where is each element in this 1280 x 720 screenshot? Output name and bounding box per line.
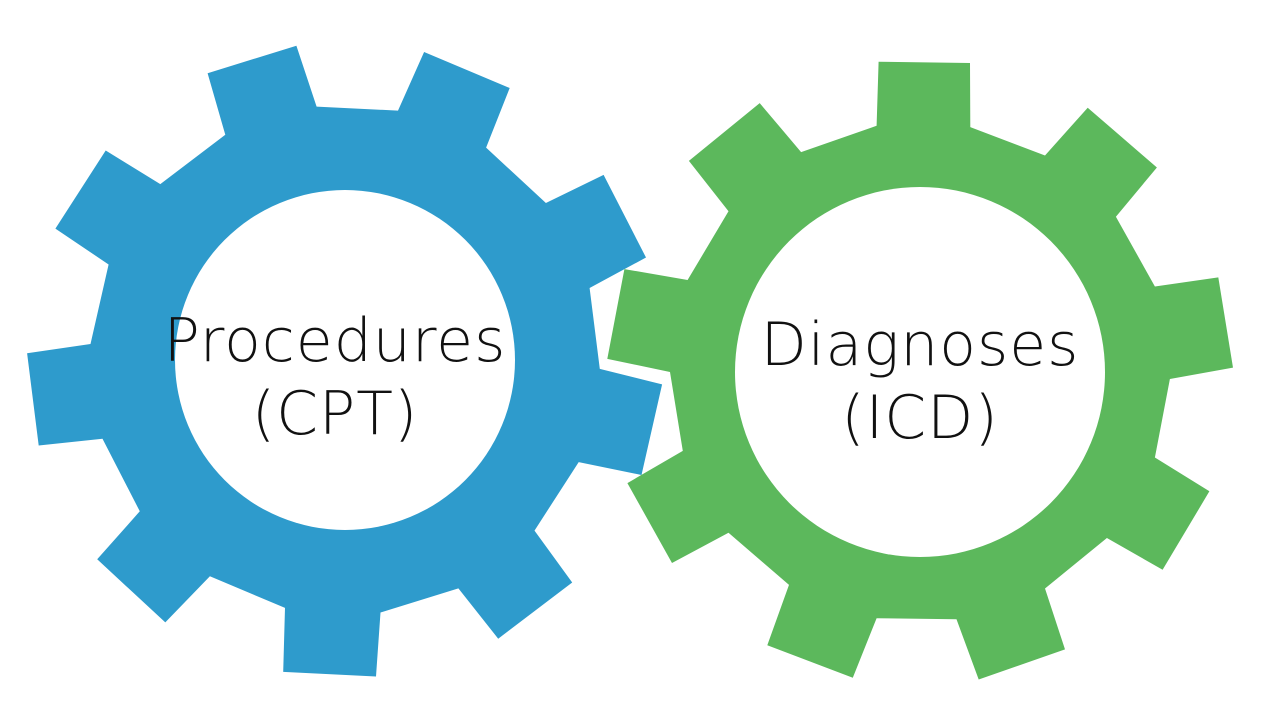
diagnoses-title: Diagnoses (760, 310, 1080, 380)
procedures-label: Procedures (CPT) (150, 305, 520, 451)
diagnoses-gear (607, 61, 1233, 680)
diagnoses-subtitle: (ICD) (841, 383, 999, 454)
procedures-gear (27, 45, 663, 677)
diagnoses-label: Diagnoses (ICD) (735, 309, 1105, 455)
procedures-title: Procedures (163, 306, 507, 376)
diagnoses-gear-center (735, 187, 1105, 557)
procedures-subtitle: (CPT) (251, 379, 419, 450)
procedures-gear-center (175, 190, 515, 530)
